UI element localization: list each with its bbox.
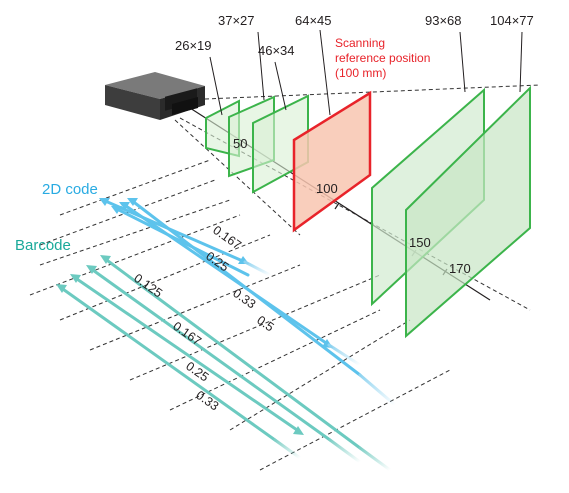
field-plane-104x77 (405, 85, 531, 339)
barcode-resolution-label: 0.33 (193, 388, 221, 413)
code2d-resolution-label: 0.33 (230, 286, 258, 311)
code2d-range-arrows (99, 198, 397, 407)
field-size-label: 93×68 (425, 13, 462, 28)
code2d-arrow-0.33 (119, 202, 362, 367)
tick-label-100: 100 (316, 181, 338, 196)
code2d-arrow-0.167 (99, 198, 272, 277)
barcode-arrow-0.167 (70, 274, 304, 435)
tick-label-50: 50 (233, 136, 247, 151)
barcode-resolution-label: 0.25 (183, 359, 211, 384)
code2d-resolution-label: 0.5 (254, 313, 276, 334)
code2d-arrow-0.25 (111, 206, 250, 277)
legend-2d-code: 2D code (42, 181, 98, 198)
barcode-arrow-0.25 (86, 265, 362, 464)
barcode-resolution-label: 0.125 (131, 271, 165, 300)
legend-barcode: Barcode (15, 237, 71, 254)
field-size-label: 104×77 (490, 13, 534, 28)
size-leader-lines (209, 29, 523, 116)
field-size-label: 26×19 (175, 38, 212, 53)
reference-plane-64x45 (292, 90, 372, 233)
scanner-device (105, 72, 205, 120)
tick-label-170: 170 (449, 261, 471, 276)
barcode-arrow-0.33 (100, 255, 392, 472)
barcode-resolution-label: 0.167 (170, 319, 204, 348)
field-size-label: 37×27 (218, 13, 255, 28)
reference-position-label-1: Scanning (335, 36, 385, 50)
tick-label-150: 150 (409, 235, 431, 250)
reference-position-label-3: (100 mm) (335, 66, 386, 80)
reference-position-label-2: reference position (335, 51, 430, 65)
barcode-range-arrows (56, 255, 392, 472)
code2d-arrow-0.5 (127, 198, 397, 407)
barcode-arrow-0.125 (56, 284, 302, 460)
field-size-label: 64×45 (295, 13, 332, 28)
field-size-label: 46×34 (258, 43, 295, 58)
